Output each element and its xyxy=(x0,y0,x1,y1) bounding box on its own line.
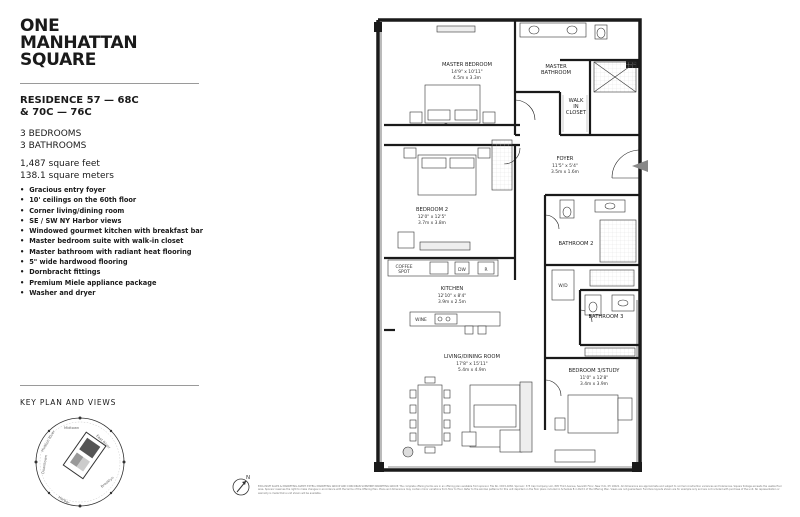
key-label-downtown: Downtown xyxy=(41,455,48,474)
bedroom3-label: BEDROOM 3/STUDY xyxy=(569,368,621,374)
living-label: LIVING/DINING ROOM xyxy=(444,354,500,360)
living-imperial: 17'8" x 15'11" xyxy=(456,361,487,367)
kitchen-imperial: 12'10" x 8'4" xyxy=(438,293,467,299)
brand-line-2: MANHATTAN xyxy=(20,33,138,53)
brand-line-1: ONE xyxy=(20,16,60,36)
bedroom2-metric: 3.7m x 3.8m xyxy=(418,220,446,226)
keyplan-title: KEY PLAN AND VIEWS xyxy=(20,398,117,407)
living-metric: 5.4m x 4.9m xyxy=(458,367,486,373)
living-seating xyxy=(461,381,533,453)
feature-item: SE / SW NY Harbor views xyxy=(20,216,203,226)
kitchen-metric: 3.9m x 2.5m xyxy=(438,299,466,305)
closet-label-1: WALK xyxy=(569,98,584,104)
bedroom2-bed xyxy=(397,139,513,251)
residence-line-1: RESIDENCE 57 — 68C xyxy=(20,95,139,106)
feature-list: Gracious entry foyer 10' ceilings on the… xyxy=(20,185,203,298)
master-bath-label-1: MASTER xyxy=(545,64,567,70)
feature-item: Windowed gourmet kitchen with breakfast … xyxy=(20,226,203,236)
master-bedroom-imperial: 14'9" x 10'11" xyxy=(451,69,482,75)
key-plan-diagram: Midtown East River Brooklyn Harbor Hudso… xyxy=(34,416,126,508)
floor-plan: MASTER BEDROOM 14'9" x 10'11" 4.5m x 3.3… xyxy=(374,18,648,472)
master-bedroom-metric: 4.5m x 3.3m xyxy=(453,75,481,81)
closet-shelves xyxy=(562,95,588,132)
legal-disclaimer: EXCLUSIVE SALES & MARKETING AGENT: EXTEL… xyxy=(258,485,782,495)
key-label-hudson: Hudson River xyxy=(40,429,56,452)
master-bath-fixtures xyxy=(519,22,637,93)
bathroom-count: 3 BATHROOMS xyxy=(20,141,87,151)
dishwasher-label: DW xyxy=(458,267,466,273)
entry-arrow-icon xyxy=(632,160,648,172)
building-footprint xyxy=(62,431,107,480)
kitchen-counters xyxy=(387,259,501,335)
closet-label-3: CLOSET xyxy=(566,110,587,116)
washer-dryer-label: W/D xyxy=(558,283,568,289)
compass-ticks xyxy=(34,416,126,508)
foyer-label: FOYER xyxy=(557,156,574,162)
bathroom3-fixtures xyxy=(551,269,636,357)
bathroom2-label: BATHROOM 2 xyxy=(559,241,594,247)
dining-set xyxy=(402,376,451,458)
divider-top xyxy=(20,83,199,84)
key-label-midtown: Midtown xyxy=(64,426,79,430)
bathroom2-fixtures xyxy=(559,199,637,263)
feature-item: Master bathroom with radiant heat floori… xyxy=(20,247,203,257)
coffee-spot-label-2: SPOT xyxy=(398,269,410,275)
exterior-walls xyxy=(376,18,642,472)
kitchen-label: KITCHEN xyxy=(441,286,464,292)
bedroom2-label: BEDROOM 2 xyxy=(416,207,448,213)
bedroom3-metric: 3.4m x 3.9m xyxy=(580,381,608,387)
square-feet: 1,487 square feet xyxy=(20,159,100,169)
key-plan-inner-ring xyxy=(39,421,121,503)
closet-label-2: IN xyxy=(573,104,579,110)
residence-line-2: & 70C — 76C xyxy=(20,107,92,118)
feature-item: 5" wide hardwood flooring xyxy=(20,257,203,267)
coffee-spot-label-1: COFFEE xyxy=(395,264,412,270)
refrigerator-label: R xyxy=(484,267,487,273)
feature-item: Corner living/dining room xyxy=(20,206,203,216)
north-arrow-icon: N xyxy=(232,475,250,496)
residence-title: RESIDENCE 57 — 68C & 70C — 76C xyxy=(20,95,139,119)
brand-logo: ONE MANHATTAN SQUARE xyxy=(20,16,138,70)
master-bedroom-label: MASTER BEDROOM xyxy=(442,62,492,68)
feature-item: Premium Miele appliance package xyxy=(20,278,203,288)
bedroom2-imperial: 12'0" x 12'5" xyxy=(418,214,447,220)
bedroom-count: 3 BEDROOMS xyxy=(20,129,82,139)
feature-item: Gracious entry foyer xyxy=(20,185,203,195)
feature-item: 10' ceilings on the 60th floor xyxy=(20,195,203,205)
feature-item: Washer and dryer xyxy=(20,288,203,298)
brand-line-3: SQUARE xyxy=(20,50,97,70)
key-label-harbor: Harbor xyxy=(58,495,71,505)
divider-bottom xyxy=(20,385,199,386)
foyer-metric: 3.5m x 1.6m xyxy=(551,169,579,175)
master-bed xyxy=(409,25,496,124)
feature-item: Dornbracht fittings xyxy=(20,267,203,277)
bedroom3-imperial: 11'0" x 12'8" xyxy=(580,375,609,381)
wine-label: WINE xyxy=(415,317,427,323)
key-label-brooklyn: Brooklyn xyxy=(100,476,115,489)
bathroom3-label: BATHROOM 3 xyxy=(589,314,624,320)
foyer-imperial: 11'5" x 5'4" xyxy=(552,163,578,169)
square-meters: 138.1 square meters xyxy=(20,171,114,181)
master-bath-label-2: BATHROOM xyxy=(541,70,571,76)
window-strips xyxy=(380,30,638,468)
bedroom3-furniture xyxy=(554,394,633,463)
north-label: N xyxy=(246,475,250,481)
feature-item: Master bedroom suite with walk-in closet xyxy=(20,236,203,246)
